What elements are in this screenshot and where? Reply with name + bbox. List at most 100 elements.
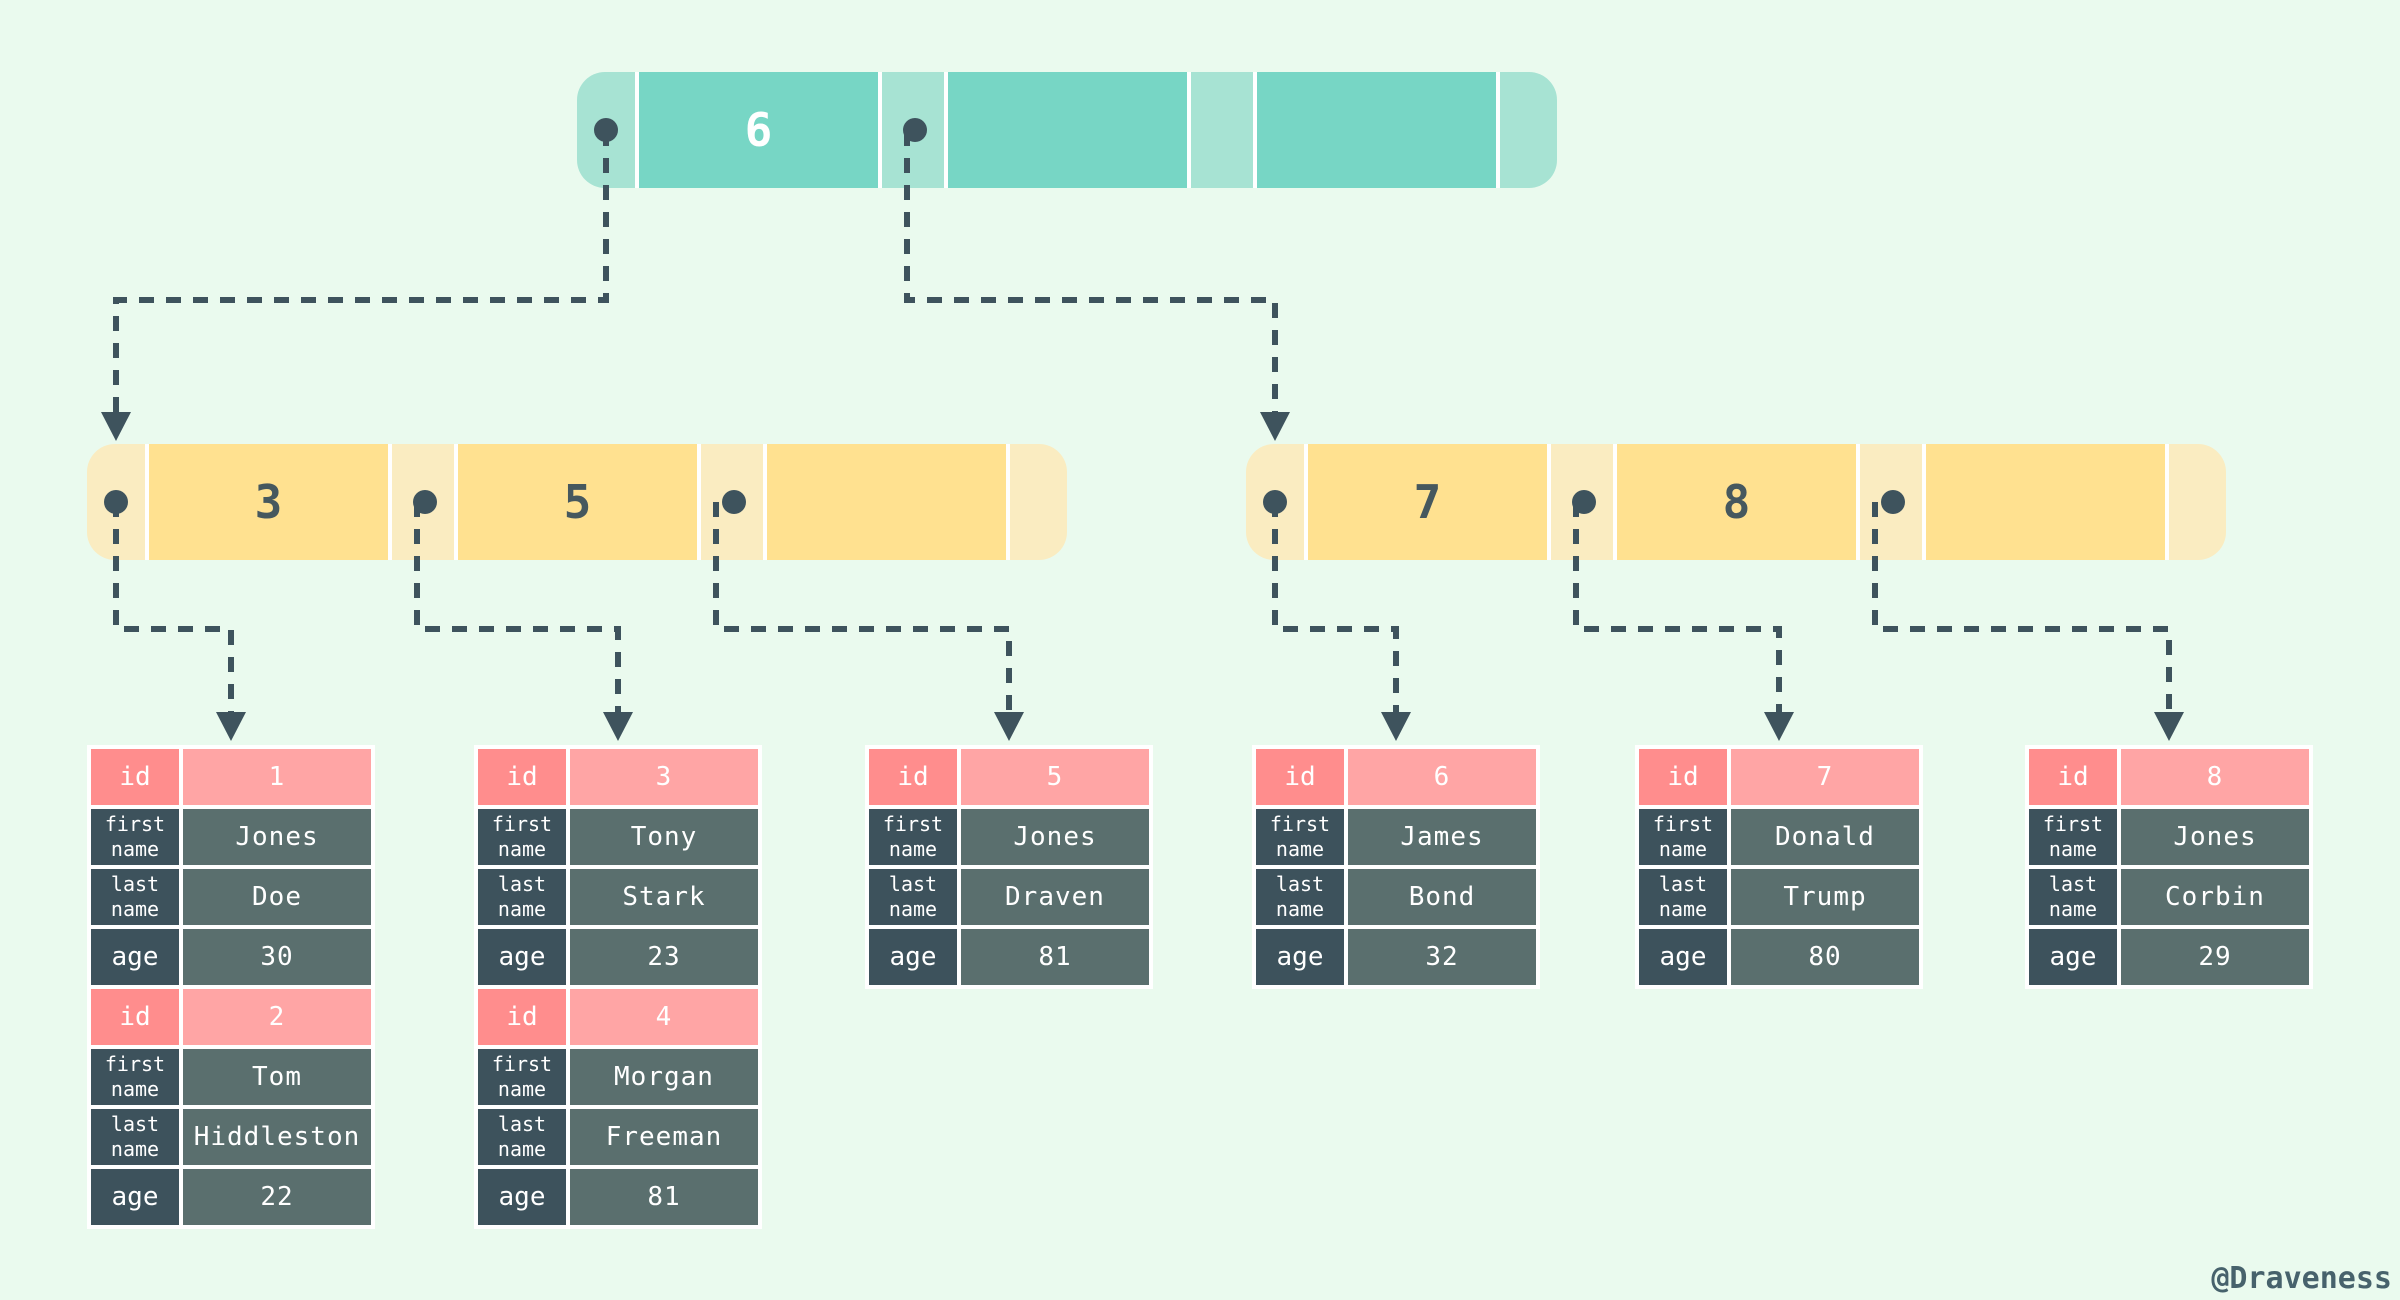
field-value-last_name: Trump — [1731, 869, 1919, 925]
field-label-id: id — [1639, 749, 1727, 805]
arrowhead-icon — [1260, 412, 1290, 441]
field-value-first_name: Tony — [570, 809, 758, 865]
pointer-dot-icon — [104, 490, 128, 514]
field-label-first_name: first name — [869, 809, 957, 865]
field-label-age: age — [1639, 929, 1727, 985]
key-cell — [763, 444, 1006, 560]
field-label-last_name: last name — [1256, 869, 1344, 925]
key-value: 5 — [563, 475, 592, 529]
field-value-last_name: Freeman — [570, 1109, 758, 1165]
field-value-id: 3 — [570, 749, 758, 805]
field-label-last_name: last name — [2029, 869, 2117, 925]
field-value-id: 8 — [2121, 749, 2309, 805]
field-label-first_name: first name — [478, 1049, 566, 1105]
btree-root-node: 6 — [577, 72, 1557, 188]
arrowhead-icon — [1764, 712, 1794, 741]
field-value-first_name: Donald — [1731, 809, 1919, 865]
pointer-cell — [1496, 72, 1557, 188]
watermark-credit: @Draveness — [2211, 1261, 2392, 1296]
field-value-first_name: Tom — [183, 1049, 371, 1105]
field-label-last_name: last name — [869, 869, 957, 925]
key-cell: 6 — [635, 72, 878, 188]
pointer-dot-icon — [1263, 490, 1287, 514]
field-label-age: age — [91, 1169, 179, 1225]
pointer-dot-icon — [1881, 490, 1905, 514]
pointer-dot-icon — [413, 490, 437, 514]
field-label-id: id — [91, 749, 179, 805]
field-label-last_name: last name — [91, 869, 179, 925]
field-value-last_name: Hiddleston — [183, 1109, 371, 1165]
field-value-last_name: Corbin — [2121, 869, 2309, 925]
field-label-age: age — [91, 929, 179, 985]
field-value-id: 1 — [183, 749, 371, 805]
key-cell — [1253, 72, 1496, 188]
field-label-first_name: first name — [1639, 809, 1727, 865]
key-cell: 3 — [145, 444, 388, 560]
pointer-cell — [1006, 444, 1067, 560]
field-label-id: id — [2029, 749, 2117, 805]
pointer-cell — [388, 444, 454, 560]
field-value-id: 6 — [1348, 749, 1536, 805]
field-value-age: 32 — [1348, 929, 1536, 985]
field-value-age: 81 — [961, 929, 1149, 985]
pointer-cell — [1547, 444, 1613, 560]
field-value-id: 2 — [183, 989, 371, 1045]
arrowhead-icon — [1381, 712, 1411, 741]
field-value-age: 80 — [1731, 929, 1919, 985]
field-value-first_name: James — [1348, 809, 1536, 865]
pointer-dot-icon — [722, 490, 746, 514]
pointer-cell — [1856, 444, 1922, 560]
pointer-cell — [878, 72, 944, 188]
field-value-age: 22 — [183, 1169, 371, 1225]
pointer-cell — [87, 444, 145, 560]
key-cell: 7 — [1304, 444, 1547, 560]
pointer-cell — [1187, 72, 1253, 188]
pointer-dot-icon — [594, 118, 618, 142]
pointer-cell — [577, 72, 635, 188]
btree-internal-node-right: 7 8 — [1246, 444, 2226, 560]
field-label-age: age — [478, 929, 566, 985]
key-cell: 8 — [1613, 444, 1856, 560]
key-value: 8 — [1722, 475, 1751, 529]
field-label-id: id — [1256, 749, 1344, 805]
pointer-cell — [2165, 444, 2226, 560]
field-label-id: id — [869, 749, 957, 805]
arrowhead-icon — [216, 712, 246, 741]
field-label-age: age — [869, 929, 957, 985]
field-label-age: age — [478, 1169, 566, 1225]
field-value-age: 81 — [570, 1169, 758, 1225]
key-cell — [944, 72, 1187, 188]
field-label-id: id — [91, 989, 179, 1045]
pointer-dot-icon — [903, 118, 927, 142]
arrowhead-icon — [2154, 712, 2184, 741]
field-value-first_name: Morgan — [570, 1049, 758, 1105]
pointer-dot-icon — [1572, 490, 1596, 514]
field-value-first_name: Jones — [183, 809, 371, 865]
field-value-first_name: Jones — [2121, 809, 2309, 865]
btree-internal-node-left: 3 5 — [87, 444, 1067, 560]
field-label-age: age — [1256, 929, 1344, 985]
arrow-root-to-left — [113, 131, 609, 412]
field-label-id: id — [478, 989, 566, 1045]
field-label-first_name: first name — [1256, 809, 1344, 865]
field-label-id: id — [478, 749, 566, 805]
field-value-first_name: Jones — [961, 809, 1149, 865]
field-label-last_name: last name — [478, 869, 566, 925]
field-value-last_name: Draven — [961, 869, 1149, 925]
field-value-last_name: Stark — [570, 869, 758, 925]
field-label-first_name: first name — [2029, 809, 2117, 865]
pointer-cell — [697, 444, 763, 560]
key-value: 6 — [744, 103, 773, 157]
field-value-age: 29 — [2121, 929, 2309, 985]
key-cell — [1922, 444, 2165, 560]
key-value: 7 — [1413, 475, 1442, 529]
field-label-first_name: first name — [91, 809, 179, 865]
field-value-last_name: Doe — [183, 869, 371, 925]
key-value: 3 — [254, 475, 283, 529]
field-value-age: 23 — [570, 929, 758, 985]
